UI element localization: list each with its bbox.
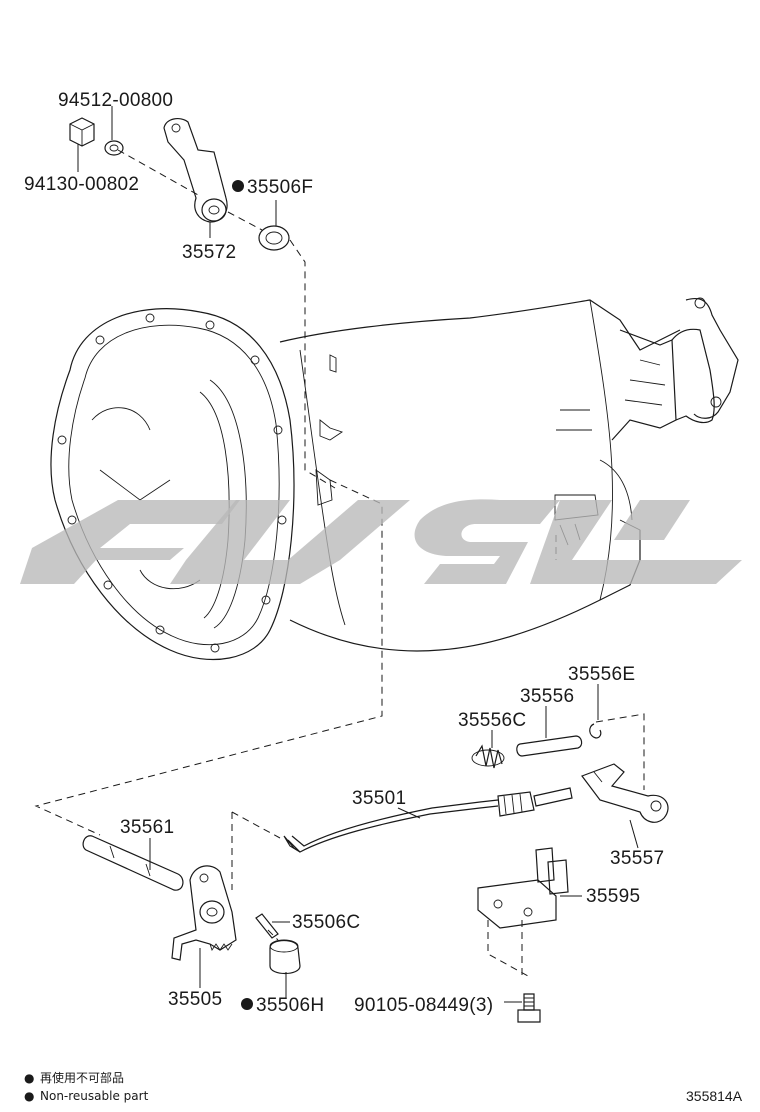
bracket-35595 [477,847,569,929]
label-94512-00800: 94512-00800 [58,90,173,111]
legend-text-jp: 再使用不可部品 [40,1070,124,1085]
lever-35572 [163,118,228,223]
clip-35556E [589,723,602,739]
label-35556: 35556 [520,686,574,707]
non-reusable-dot-35506F [232,180,244,192]
non-reusable-markers [232,180,253,1010]
label-35556C: 35556C [458,710,526,731]
flange-bolt-holes [57,313,287,653]
label-35595: 35595 [586,886,640,907]
label-35557: 35557 [610,848,664,869]
legend-symbol-1: ● [24,1071,34,1085]
washer-94512-00800 [104,140,124,156]
part-labels: 94512-00800 94130-00802 35506F 35572 355… [24,90,664,1016]
label-90105-08449: 90105-08449(3) [354,995,493,1016]
legend-text-en: Non-reusable part [40,1089,149,1103]
diagram-code: 355814A [686,1088,743,1104]
label-35501: 35501 [352,788,406,809]
label-94130-00802: 94130-00802 [24,174,139,195]
bushing-35506H [269,939,301,975]
shaft-35561 [82,835,184,891]
lever-35557 [581,763,669,823]
assembly-lines [34,149,645,980]
leader-lines [77,106,639,1003]
cable-35501 [283,787,573,853]
label-35572: 35572 [182,242,236,263]
pin-35506C [255,913,279,939]
label-35505: 35505 [168,989,222,1010]
legend: ● 再使用不可部品 ● Non-reusable part [24,1070,149,1103]
label-35556E: 35556E [568,664,635,685]
lever-35505 [171,865,237,961]
legend-symbol-2: ● [24,1089,34,1103]
bolt-90105-08449 [517,993,541,1023]
oil-seal-35506F [258,225,290,251]
label-35506C: 35506C [292,912,360,933]
label-35561: 35561 [120,817,174,838]
label-35506F: 35506F [247,177,313,198]
pin-35556 [516,735,583,757]
label-35506H: 35506H [256,995,324,1016]
non-reusable-dot-35506H [241,998,253,1010]
spring-35556C [471,744,505,769]
nut-94130-00802 [69,117,95,147]
watermark-logo [20,499,742,584]
transmission-assembly [50,297,739,661]
